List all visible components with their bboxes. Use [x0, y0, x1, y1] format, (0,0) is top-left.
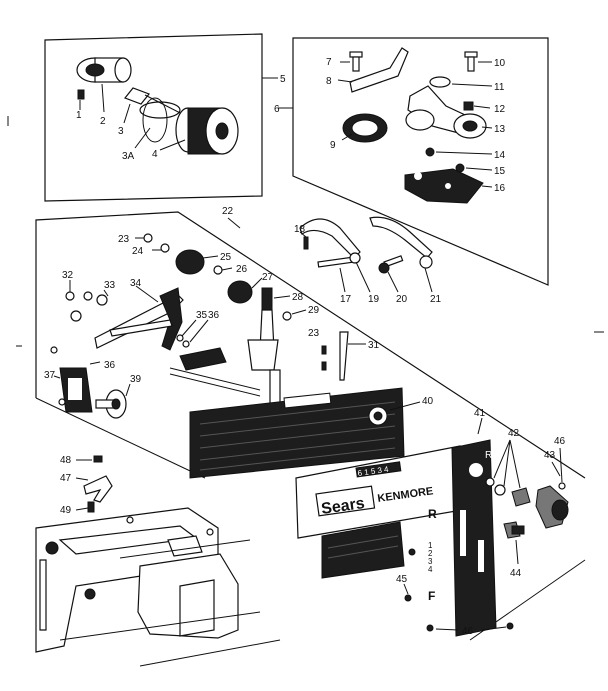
- callout-13: 13: [494, 124, 506, 135]
- callout-22: 22: [222, 206, 234, 217]
- dial-f-label: F: [428, 589, 435, 603]
- screw-45b: [404, 594, 412, 602]
- callout-46-top: 46: [554, 436, 566, 447]
- callout-31: 31: [368, 340, 380, 351]
- callout-10: 10: [494, 58, 506, 69]
- brand-sears: Sears: [320, 495, 366, 518]
- callout-4: 4: [152, 149, 158, 160]
- callout-43: 43: [544, 450, 556, 461]
- dial-3: 3: [428, 557, 433, 566]
- machine-body: [35, 507, 281, 667]
- spindle-assembly: [124, 87, 191, 119]
- screw-14: [425, 147, 435, 157]
- callout-33: 33: [104, 280, 116, 291]
- callout-39: 39: [130, 374, 142, 385]
- screw-46b: [506, 622, 514, 630]
- control-panel-41: R: [451, 439, 497, 637]
- callout-36-top: 36: [208, 310, 220, 321]
- callout-21: 21: [430, 294, 442, 305]
- bracket-47: [83, 455, 113, 513]
- callout-42: 42: [508, 428, 520, 439]
- model-number: 6 1 5 3 4: [357, 465, 390, 478]
- callout-20: 20: [396, 294, 408, 305]
- callout-23-bottom: 23: [308, 328, 320, 339]
- callout-3a: 3A: [122, 151, 135, 162]
- screw-46a: [426, 624, 434, 632]
- callout-26: 26: [236, 264, 248, 275]
- dial-r-small: R: [485, 450, 492, 461]
- callout-41: 41: [474, 408, 486, 419]
- callout-17: 17: [340, 294, 352, 305]
- callout-32: 32: [62, 270, 74, 281]
- bed-plate: [321, 521, 405, 579]
- hand-wheel: [175, 107, 239, 155]
- knob-assembly: [485, 477, 569, 539]
- callout-8: 8: [326, 76, 332, 87]
- ring-9: [342, 113, 388, 143]
- bobbin-winder-housing: [76, 57, 132, 83]
- callout-35: 35: [196, 310, 208, 321]
- callout-23-top: 23: [118, 234, 130, 245]
- callout-46-bottom: 46: [462, 626, 474, 637]
- callout-25: 25: [220, 252, 232, 263]
- kenmore-nameplate: Sears KENMORE 6 1 5 3 4: [295, 445, 463, 539]
- screw-7: [349, 51, 363, 72]
- callout-44: 44: [510, 568, 522, 579]
- screw-1: [77, 89, 85, 100]
- spring-ring: [142, 97, 168, 143]
- callout-49: 49: [60, 505, 72, 516]
- callout-19: 19: [368, 294, 380, 305]
- feed-arm-assembly: [65, 287, 184, 351]
- feed-dog-assembly: [169, 334, 261, 397]
- callout-40: 40: [422, 396, 434, 407]
- spool-39: [95, 389, 127, 419]
- tension-assembly: [143, 233, 253, 304]
- callout-15: 15: [494, 166, 506, 177]
- callout-34: 34: [130, 278, 142, 289]
- callout-28: 28: [292, 292, 304, 303]
- screw-10: [464, 51, 478, 72]
- callout-24: 24: [132, 246, 144, 257]
- part-12: [463, 101, 474, 111]
- callout-14: 14: [494, 150, 506, 161]
- callout-16: 16: [494, 183, 506, 194]
- callout-37: 37: [44, 370, 56, 381]
- screw-45a: [408, 548, 416, 556]
- lever-group: [299, 216, 433, 274]
- dial-r-label: R: [428, 507, 437, 521]
- callout-2: 2: [100, 116, 106, 127]
- callout-1: 1: [76, 110, 82, 121]
- group-box-6: 6: [274, 37, 549, 286]
- group-box-5: 5 1 2 3 3A: [44, 33, 286, 202]
- callout-7: 7: [326, 57, 332, 68]
- dial-4: 4: [428, 565, 433, 574]
- callout-47: 47: [60, 473, 72, 484]
- bracket-8: [349, 47, 409, 93]
- part-16: [404, 168, 484, 204]
- callout-48: 48: [60, 455, 72, 466]
- dial-2: 2: [428, 549, 433, 558]
- slide-plate-40: [189, 387, 405, 479]
- arm-13: [405, 85, 487, 139]
- callout-6: 6: [274, 104, 280, 115]
- dial-1: 1: [428, 541, 433, 550]
- callout-5: 5: [280, 74, 286, 85]
- callout-38: 36: [104, 360, 116, 371]
- callout-27: 27: [262, 272, 274, 283]
- part-11: [429, 76, 451, 88]
- callout-11: 11: [494, 82, 505, 93]
- callout-3: 3: [118, 126, 124, 137]
- callout-45: 45: [396, 574, 408, 585]
- slide-plate-assembly: [50, 346, 93, 413]
- presser-bar-assembly: [247, 287, 349, 415]
- callout-29: 29: [308, 305, 320, 316]
- callout-12: 12: [494, 104, 506, 115]
- callout-9: 9: [330, 140, 336, 151]
- callout-18: 18: [294, 224, 306, 235]
